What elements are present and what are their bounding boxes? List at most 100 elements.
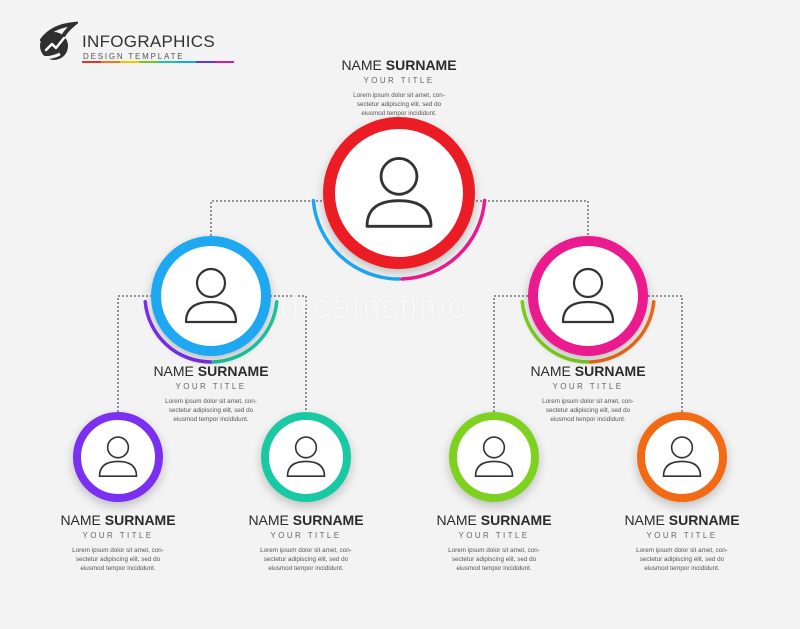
description-line: sectetur adipiscing elit, sed do bbox=[168, 407, 254, 414]
description-line: eiusmod tempor incididunt. bbox=[644, 565, 720, 572]
node-accent-arcs bbox=[520, 300, 656, 364]
logo-rule-segment bbox=[215, 61, 234, 63]
person-description: Lorem ipsum dolor sit amet, con-sectetur… bbox=[414, 546, 574, 573]
description-line: Lorem ipsum dolor sit amet, con- bbox=[353, 92, 445, 99]
description-line: Lorem ipsum dolor sit amet, con- bbox=[636, 547, 728, 554]
connector-midleft-2 bbox=[270, 295, 307, 414]
person-name: NAME SURNAME bbox=[602, 512, 762, 528]
node-accent-arcs bbox=[143, 300, 279, 364]
person-icon bbox=[286, 436, 326, 478]
person-description: Lorem ipsum dolor sit amet, con-sectetur… bbox=[602, 546, 762, 573]
logo-rule-segment bbox=[196, 61, 215, 63]
watermark: dreamstime bbox=[280, 288, 468, 326]
node-accent-arcs bbox=[311, 198, 487, 281]
avatar-circle bbox=[151, 236, 271, 356]
name-last: SURNAME bbox=[574, 363, 646, 379]
person-title: YOUR TITLE bbox=[82, 531, 154, 540]
person-title: YOUR TITLE bbox=[175, 382, 247, 391]
logo-rule-segment bbox=[158, 61, 177, 63]
person-description: Lorem ipsum dolor sit amet, con-sectetur… bbox=[38, 546, 198, 573]
description-line: sectetur adipiscing elit, sed do bbox=[356, 101, 442, 108]
accent-arc-right bbox=[588, 300, 656, 364]
description-line: Lorem ipsum dolor sit amet, con- bbox=[448, 547, 540, 554]
avatar-circle bbox=[528, 236, 648, 356]
person-icon bbox=[365, 157, 433, 228]
description-line: Lorem ipsum dolor sit amet, con- bbox=[165, 398, 257, 405]
person-name: NAME SURNAME bbox=[131, 363, 291, 379]
accent-arc-left bbox=[520, 300, 590, 364]
person-title: YOUR TITLE bbox=[458, 531, 530, 540]
description-line: eiusmod tempor incididunt. bbox=[456, 565, 532, 572]
person-name: NAME SURNAME bbox=[414, 512, 574, 528]
name-first: NAME bbox=[248, 512, 289, 528]
description-line: eiusmod tempor incididunt. bbox=[550, 416, 626, 423]
node-label: NAME SURNAME YOUR TITLE Lorem ipsum dolor … bbox=[226, 512, 386, 573]
logo-rule-segment bbox=[177, 61, 196, 63]
description-line: sectetur adipiscing elit, sed do bbox=[639, 556, 725, 563]
avatar-circle bbox=[323, 117, 475, 269]
logo-rule-segment bbox=[139, 61, 158, 63]
connector-midright-2 bbox=[648, 295, 683, 414]
connector-midleft-1 bbox=[117, 295, 152, 414]
name-last: SURNAME bbox=[104, 512, 176, 528]
logo-color-rule bbox=[82, 61, 234, 63]
description-line: Lorem ipsum dolor sit amet, con- bbox=[542, 398, 634, 405]
accent-arc-right bbox=[211, 300, 279, 364]
description-line: sectetur adipiscing elit, sed do bbox=[263, 556, 349, 563]
avatar-circle bbox=[73, 412, 163, 502]
accent-arc-right bbox=[400, 198, 487, 281]
node-label: NAME SURNAME YOUR TITLE Lorem ipsum dolor … bbox=[319, 57, 479, 118]
person-icon bbox=[561, 267, 615, 324]
person-title: YOUR TITLE bbox=[552, 382, 624, 391]
name-first: NAME bbox=[341, 57, 382, 73]
node-label: NAME SURNAME YOUR TITLE Lorem ipsum dolor … bbox=[508, 363, 668, 424]
name-first: NAME bbox=[60, 512, 101, 528]
name-last: SURNAME bbox=[385, 57, 457, 73]
logo-title: INFOGRAPHICS bbox=[82, 32, 216, 51]
logo-rule-segment bbox=[101, 61, 120, 63]
person-icon bbox=[184, 267, 238, 324]
name-last: SURNAME bbox=[668, 512, 740, 528]
logo-rule-segment bbox=[120, 61, 139, 63]
logo-rule-segment bbox=[82, 61, 101, 63]
avatar-circle bbox=[637, 412, 727, 502]
node-label: NAME SURNAME YOUR TITLE Lorem ipsum dolor … bbox=[414, 512, 574, 573]
name-first: NAME bbox=[530, 363, 571, 379]
person-name: NAME SURNAME bbox=[508, 363, 668, 379]
logo-subtitle: DESIGN TEMPLATE bbox=[83, 52, 185, 61]
person-name: NAME SURNAME bbox=[319, 57, 479, 73]
description-line: eiusmod tempor incididunt. bbox=[80, 565, 156, 572]
person-title: YOUR TITLE bbox=[270, 531, 342, 540]
person-name: NAME SURNAME bbox=[226, 512, 386, 528]
name-last: SURNAME bbox=[480, 512, 552, 528]
description-line: eiusmod tempor incididunt. bbox=[361, 110, 437, 117]
person-icon bbox=[474, 436, 514, 478]
person-icon bbox=[98, 436, 138, 478]
description-line: sectetur adipiscing elit, sed do bbox=[545, 407, 631, 414]
connector-top-right bbox=[476, 200, 589, 242]
person-description: Lorem ipsum dolor sit amet, con-sectetur… bbox=[226, 546, 386, 573]
connector-top-left bbox=[210, 200, 322, 242]
name-last: SURNAME bbox=[292, 512, 364, 528]
accent-arc-left bbox=[143, 300, 213, 364]
name-first: NAME bbox=[624, 512, 665, 528]
person-description: Lorem ipsum dolor sit amet, con-sectetur… bbox=[319, 91, 479, 118]
name-first: NAME bbox=[436, 512, 477, 528]
description-line: eiusmod tempor incididunt. bbox=[268, 565, 344, 572]
node-label: NAME SURNAME YOUR TITLE Lorem ipsum dolor … bbox=[38, 512, 198, 573]
description-line: sectetur adipiscing elit, sed do bbox=[75, 556, 161, 563]
avatar-circle bbox=[261, 412, 351, 502]
avatar-circle bbox=[449, 412, 539, 502]
accent-arc-left bbox=[311, 198, 401, 281]
person-description: Lorem ipsum dolor sit amet, con-sectetur… bbox=[508, 397, 668, 424]
description-line: sectetur adipiscing elit, sed do bbox=[451, 556, 537, 563]
description-line: Lorem ipsum dolor sit amet, con- bbox=[72, 547, 164, 554]
node-label: NAME SURNAME YOUR TITLE Lorem ipsum dolor … bbox=[131, 363, 291, 424]
logo-mark-icon bbox=[37, 21, 78, 60]
person-title: YOUR TITLE bbox=[363, 76, 435, 85]
name-first: NAME bbox=[153, 363, 194, 379]
person-name: NAME SURNAME bbox=[38, 512, 198, 528]
logo: INFOGRAPHICS DESIGN TEMPLATE bbox=[34, 20, 234, 70]
